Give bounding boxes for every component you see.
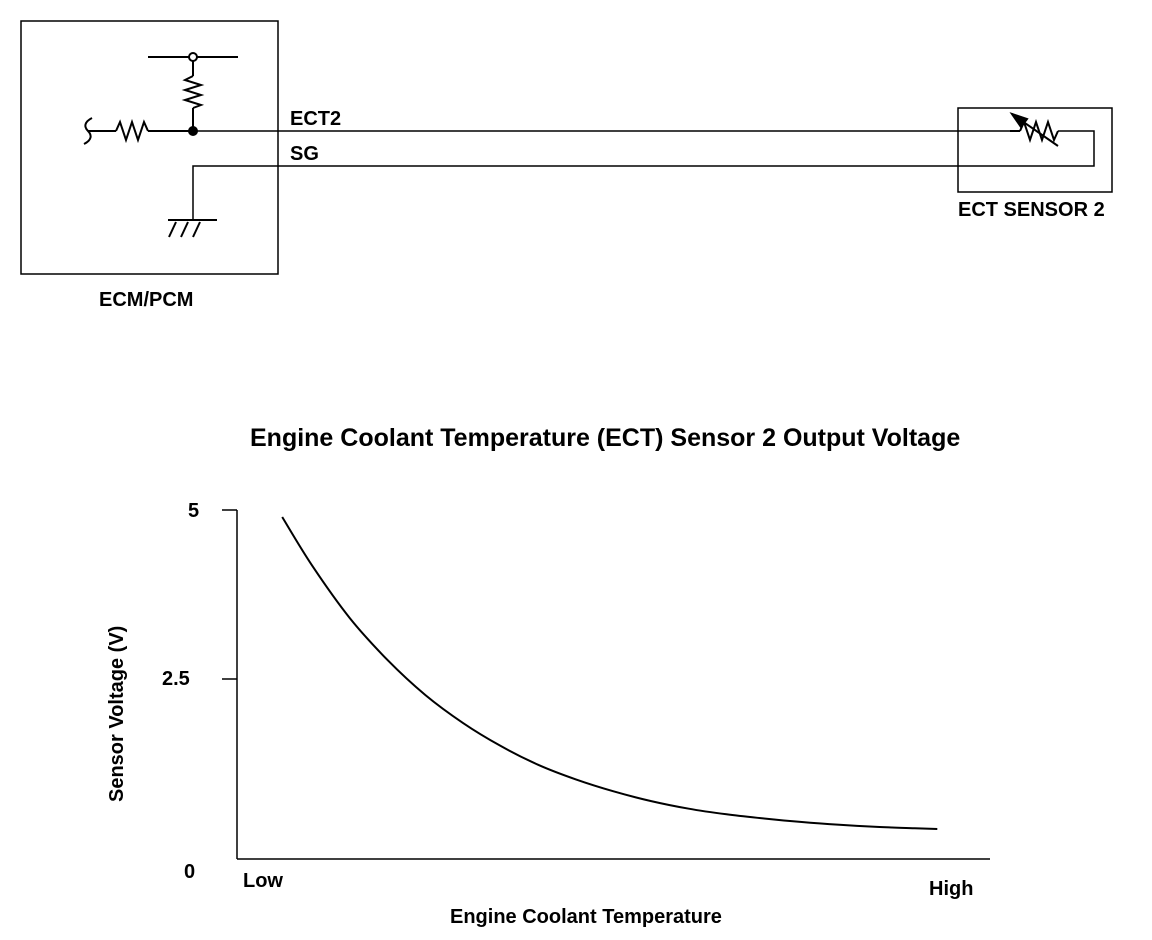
sg-wire-label: SG [290,143,319,165]
ect-sensor-box [957,107,1113,193]
sg-wire [192,130,1095,220]
ect-sensor-label: ECT SENSOR 2 [958,199,1105,221]
pullup-resistor [148,52,238,131]
ecm-label: ECM/PCM [99,289,194,311]
ecm-box [20,20,279,275]
ground-icon [168,219,217,238]
y-tick-label-0: 0 [184,861,196,883]
chart-title: Engine Coolant Temperature (ECT) Sensor … [250,424,961,452]
chart-axes [222,509,990,860]
x-axis-label: Engine Coolant Temperature [450,906,722,928]
series-line [281,516,938,830]
x-tick-label-high: High [929,878,974,900]
y-tick-label-2-5: 2.5 [162,668,190,690]
thermistor-icon [1009,112,1059,147]
y-axis-label: Sensor Voltage (V) [106,625,128,802]
input-resistor [83,117,193,145]
x-tick-label-low: Low [243,870,283,892]
ect2-wire-label: ECT2 [290,108,342,130]
y-tick-label-5: 5 [188,500,200,522]
